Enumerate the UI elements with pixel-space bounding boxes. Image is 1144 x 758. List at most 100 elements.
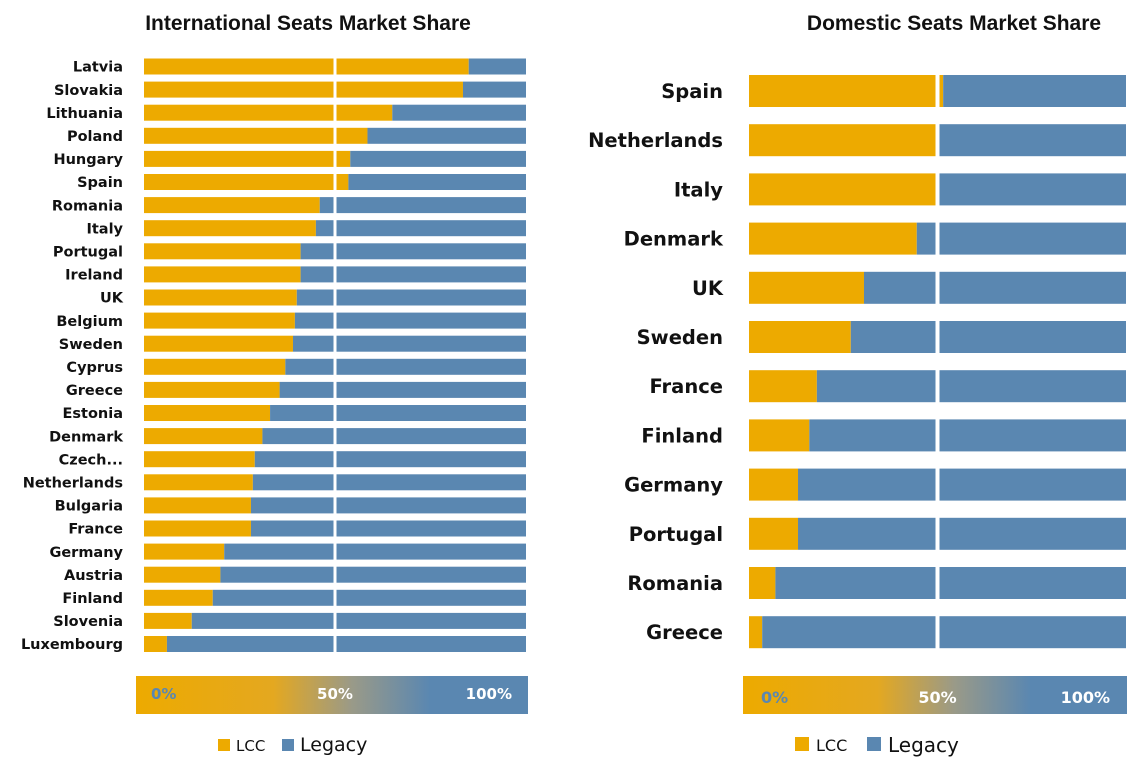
intl-bar-legacy-finland: [212, 589, 526, 606]
dom-category-label: Spain: [661, 80, 723, 103]
intl-bar-lcc-netherlands: [144, 474, 253, 491]
dom-bar-legacy-germany: [798, 468, 1126, 501]
international-bars: [144, 56, 527, 654]
dom-category-label: Italy: [674, 178, 723, 201]
intl-category-label: Hungary: [53, 152, 123, 168]
intl-category-label: Latvia: [73, 60, 123, 76]
dom-bar-lcc-portugal: [749, 517, 799, 550]
dom-tick-label: 100%: [1061, 688, 1110, 707]
dom-bar-legacy-spain: [943, 75, 1126, 107]
intl-bar-lcc-estonia: [144, 405, 271, 421]
intl-bar-legacy-portugal: [300, 243, 526, 260]
dom-bar-lcc-france: [749, 370, 817, 403]
intl-category-label: Lithuania: [46, 106, 123, 122]
intl-category-label: Cyprus: [66, 360, 123, 376]
intl-category-label: Slovakia: [54, 83, 123, 99]
intl-tick-label: 0%: [151, 685, 176, 703]
intl-bar-legacy-belgium: [294, 312, 526, 329]
intl-bar-legacy-spain: [348, 174, 526, 190]
intl-bar-lcc-italy: [144, 220, 316, 237]
intl-bar-legacy-czech: [254, 451, 526, 468]
intl-category-label: Austria: [64, 568, 123, 584]
intl-bar-lcc-germany: [144, 543, 225, 560]
intl-bar-lcc-hungary: [144, 150, 351, 167]
dom-bar-legacy-italy: [937, 173, 1126, 206]
intl-bar-legacy-sweden: [292, 335, 526, 352]
intl-bar-lcc-slovenia: [144, 612, 192, 629]
intl-bar-legacy-hungary: [350, 150, 526, 167]
dom-bar-legacy-sweden: [850, 321, 1126, 353]
dom-category-label: Portugal: [629, 523, 723, 546]
intl-bar-legacy-germany: [224, 543, 526, 560]
dom-bar-legacy-portugal: [798, 517, 1126, 550]
dom-bar-legacy-denmark: [916, 222, 1126, 255]
intl-category-label: Romania: [52, 198, 123, 214]
international-category-labels: LatviaSlovakiaLithuaniaPolandHungarySpai…: [21, 60, 124, 653]
intl-bar-legacy-austria: [220, 566, 526, 583]
international-tick-labels: 0%50%100%: [151, 685, 512, 703]
intl-bar-lcc-denmark: [144, 428, 263, 445]
intl-category-label: Finland: [62, 591, 123, 607]
intl-bar-lcc-spain: [144, 174, 349, 190]
intl-category-label: Poland: [67, 129, 123, 145]
international-legend-lcc-swatch: [218, 739, 230, 751]
intl-category-label: Czech...: [59, 452, 123, 468]
intl-bar-legacy-netherlands: [252, 474, 526, 491]
intl-bar-legacy-slovenia: [191, 612, 526, 629]
intl-bar-legacy-poland: [367, 127, 526, 144]
domestic-category-labels: SpainNetherlandsItalyDenmarkUKSwedenFran…: [588, 80, 724, 644]
dom-bar-lcc-denmark: [749, 222, 917, 255]
intl-bar-lcc-poland: [144, 127, 368, 144]
dom-bar-lcc-sweden: [749, 321, 851, 353]
intl-category-label: Denmark: [49, 429, 123, 445]
intl-bar-legacy-france: [250, 520, 526, 537]
domestic-legend-legacy-swatch: [867, 737, 881, 751]
international-legend: LCC Legacy: [218, 734, 367, 756]
intl-bar-legacy-latvia: [468, 58, 526, 75]
domestic-chart-title: Domestic Seats Market Share: [807, 12, 1101, 35]
domestic-legend-lcc-label: LCC: [816, 736, 847, 755]
intl-bar-lcc-bulgaria: [144, 497, 251, 514]
intl-category-label: Netherlands: [23, 476, 123, 492]
domestic-legend-legacy-label: Legacy: [888, 733, 959, 757]
intl-category-label: Germany: [49, 545, 123, 561]
intl-category-label: Ireland: [65, 268, 123, 284]
dom-bar-lcc-spain: [749, 75, 944, 107]
intl-bar-legacy-cyprus: [285, 358, 526, 375]
international-legend-legacy-label: Legacy: [300, 734, 367, 756]
domestic-chart: Domestic Seats Market Share SpainNetherl…: [588, 12, 1127, 757]
domestic-bars: [749, 73, 1126, 651]
intl-bar-legacy-greece: [279, 381, 526, 398]
dom-bar-lcc-germany: [749, 468, 799, 501]
intl-category-label: Luxembourg: [21, 637, 123, 653]
dom-bar-lcc-netherlands: [749, 124, 940, 157]
intl-category-label: Spain: [77, 175, 123, 191]
dom-category-label: UK: [692, 277, 724, 300]
intl-bar-lcc-austria: [144, 566, 221, 583]
dom-bar-legacy-greece: [762, 616, 1126, 649]
international-legend-lcc-label: LCC: [236, 737, 265, 755]
dom-bar-lcc-romania: [749, 567, 776, 599]
intl-bar-lcc-belgium: [144, 312, 295, 329]
intl-category-label: Estonia: [62, 406, 123, 422]
domestic-legend: LCC Legacy: [795, 733, 959, 757]
intl-category-label: Sweden: [59, 337, 123, 353]
intl-tick-label: 100%: [466, 685, 512, 703]
intl-category-label: Bulgaria: [55, 499, 123, 515]
dom-bar-lcc-italy: [749, 173, 938, 206]
intl-category-label: Portugal: [53, 245, 123, 261]
dom-bar-legacy-finland: [809, 419, 1126, 452]
intl-bar-legacy-uk: [296, 289, 526, 306]
intl-bar-lcc-greece: [144, 381, 280, 398]
intl-bar-lcc-france: [144, 520, 251, 537]
intl-bar-legacy-romania: [319, 197, 526, 214]
intl-category-label: Belgium: [56, 314, 123, 330]
dom-bar-legacy-netherlands: [939, 124, 1126, 157]
dom-bar-lcc-greece: [749, 616, 763, 649]
intl-category-label: UK: [100, 291, 124, 307]
dom-category-label: Netherlands: [588, 129, 723, 152]
intl-midline: [333, 56, 337, 654]
dom-category-label: Germany: [624, 474, 723, 497]
intl-bar-legacy-denmark: [262, 428, 526, 445]
